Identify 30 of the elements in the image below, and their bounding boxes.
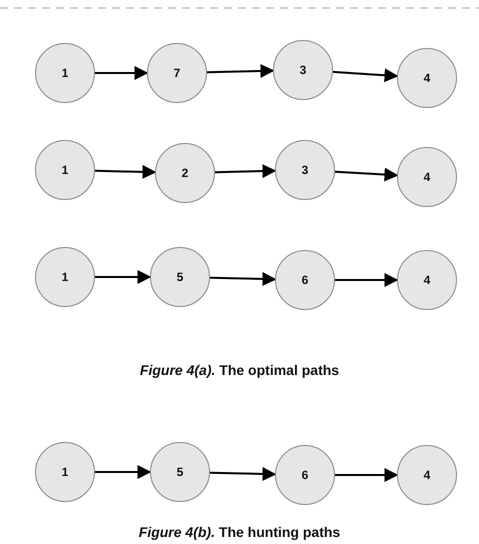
arrow <box>95 66 148 80</box>
arrow <box>210 466 276 481</box>
node-number: 2 <box>182 166 188 180</box>
node-number: 4 <box>424 71 430 85</box>
node-number: 1 <box>62 66 68 80</box>
node-number: 6 <box>302 273 308 287</box>
node-number: 1 <box>62 163 68 177</box>
arrow <box>332 68 398 82</box>
arrow <box>334 168 398 182</box>
arrow <box>214 164 276 178</box>
node-number: 7 <box>174 66 180 80</box>
arrow <box>210 272 276 286</box>
node-number: 3 <box>300 63 306 77</box>
node-number: 1 <box>62 270 68 284</box>
node-number: 1 <box>62 465 68 479</box>
arrow <box>95 270 152 284</box>
node-number: 5 <box>176 465 184 479</box>
node-number: 5 <box>176 270 184 284</box>
figure-caption: Figure 4(b). The hunting paths <box>138 524 340 540</box>
arrow <box>95 465 152 479</box>
arrow <box>206 64 274 78</box>
node-number: 4 <box>424 468 430 482</box>
arrow <box>94 164 156 179</box>
node-number: 4 <box>424 273 430 287</box>
arrow <box>335 468 398 482</box>
figure-caption: Figure 4(a). The optimal paths <box>140 362 340 378</box>
node-number: 4 <box>424 170 430 184</box>
node-number: 6 <box>302 468 308 482</box>
arrow <box>335 273 398 287</box>
node-number: 3 <box>302 163 308 177</box>
